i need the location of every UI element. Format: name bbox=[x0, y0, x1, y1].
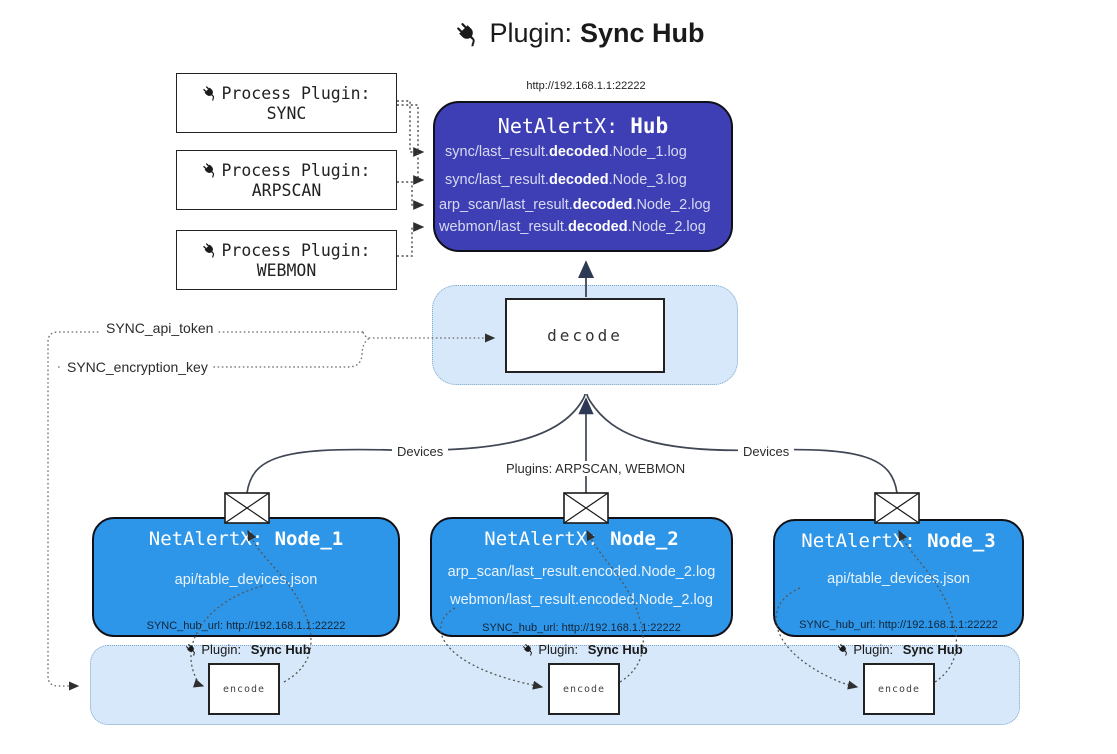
plug-icon bbox=[457, 22, 476, 47]
node-2-box: NetAlertX: Node_2 arp_scan/last_result.e… bbox=[430, 517, 733, 637]
decode-box: decode bbox=[505, 298, 665, 373]
node-file: api/table_devices.json bbox=[827, 571, 970, 587]
process-plugin-sync: Process Plugin: SYNC bbox=[176, 73, 397, 133]
node-title: NetAlertX: Node_2 bbox=[484, 528, 679, 550]
hub-title-name: Hub bbox=[630, 114, 669, 138]
node-hub-url: SYNC_hub_url: http://192.168.1.1:22222 bbox=[146, 620, 346, 632]
node-title: NetAlertX: Node_3 bbox=[801, 530, 996, 552]
hub-log-line: sync/last_result.decoded.Node_3.log bbox=[445, 172, 687, 188]
node-file: api/table_devices.json bbox=[174, 572, 318, 588]
node-title: NetAlertX: Node_1 bbox=[148, 528, 344, 550]
process-plugin-label: Process Plugin: bbox=[221, 240, 371, 260]
process-plugin-arpscan: Process Plugin: ARPSCAN bbox=[176, 150, 397, 210]
node-file: arp_scan/last_result.encoded.Node_2.log bbox=[447, 564, 716, 580]
process-plugin-name: SYNC bbox=[266, 103, 307, 123]
diagram-title: Plugin: Sync Hub bbox=[0, 18, 1117, 49]
encode-box-3: encode bbox=[863, 663, 935, 715]
title-prefix: Plugin: bbox=[489, 18, 573, 48]
hub-title: NetAlertX: Hub bbox=[435, 114, 731, 138]
process-plugin-label: Process Plugin: bbox=[221, 83, 371, 103]
node-hub-url: SYNC_hub_url: http://192.168.1.1:22222 bbox=[482, 622, 681, 634]
plug-icon bbox=[203, 163, 215, 178]
title-name: Sync Hub bbox=[580, 18, 705, 48]
plug-icon bbox=[203, 86, 215, 101]
hub-log-line: sync/last_result.decoded.Node_1.log bbox=[445, 144, 687, 160]
process-plugin-name: WEBMON bbox=[256, 260, 317, 280]
node-1-box: NetAlertX: Node_1 api/table_devices.json… bbox=[92, 517, 400, 637]
encode-box-2: encode bbox=[548, 663, 620, 715]
node-file: webmon/last_result.encoded.Node_2.log bbox=[450, 592, 713, 608]
encode-box-1: encode bbox=[208, 663, 280, 715]
process-plugin-webmon: Process Plugin: WEBMON bbox=[176, 230, 397, 290]
node-3-box: NetAlertX: Node_3 api/table_devices.json… bbox=[773, 519, 1024, 637]
hub-title-prefix: NetAlertX: bbox=[497, 114, 619, 138]
hub-log-line: webmon/last_result.decoded.Node_2.log bbox=[439, 219, 706, 235]
hub-url: http://192.168.1.1:22222 bbox=[526, 80, 646, 92]
process-plugin-label: Process Plugin: bbox=[221, 160, 371, 180]
hub-box: NetAlertX: Hub sync/last_result.decoded.… bbox=[433, 101, 733, 252]
node-hub-url: SYNC_hub_url: http://192.168.1.1:22222 bbox=[799, 619, 998, 631]
process-plugin-name: ARPSCAN bbox=[251, 180, 322, 200]
plug-icon bbox=[203, 243, 215, 258]
hub-log-line: arp_scan/last_result.decoded.Node_2.log bbox=[439, 197, 711, 213]
